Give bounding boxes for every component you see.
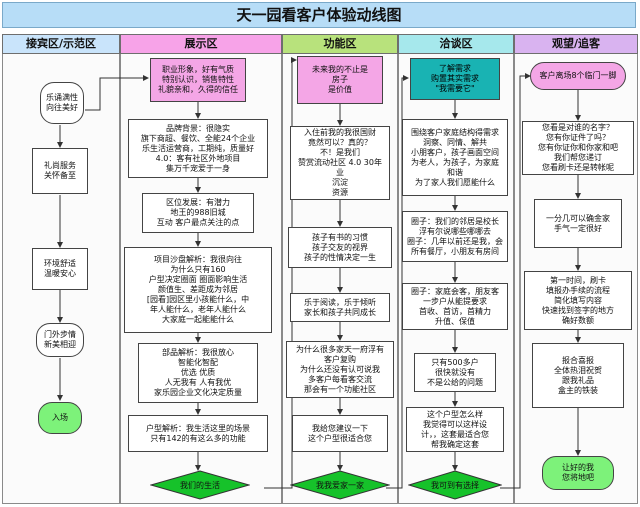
lane5-farewell: 让好的我 您将地吧 — [542, 456, 614, 490]
lane2-parts: 部品解析：我很放心 智能化智配 优选 优质 人无我有 人有我优 家乐园企业文化决… — [138, 343, 258, 403]
lane3-suggest: 我给您建议一下 这个户型很适合您 — [292, 415, 388, 452]
lane-header-followup: 观望/追客 — [514, 34, 638, 54]
lane2-sandtable: 项目沙盘解析：我很向往 为什么只有160 户型决定圈面 圈面影响生活 颜值生、差… — [124, 247, 272, 333]
lane4-scarcity: 只有500多户 很快就没有 不是公给的问题 — [414, 353, 496, 392]
lane1-welcome: 乐诵满性 向往美好 — [40, 82, 84, 124]
lane2-brand: 品牌背景：很隐实 旗下商超、餐饮、全能24个企业 乐生活运营商，工期纯，质量好 … — [128, 119, 268, 178]
lane4-decision-label: 我可到有选择 — [431, 480, 479, 490]
lane3-decision-label: 我我爱家一家 — [316, 480, 364, 490]
lane4-needs: 了解需求 购置其实需求 "我需要它" — [410, 58, 500, 100]
lane4-confirm: 这个户型怎么样 我觉得可以这样设 计，，这套最适合您 帮我确定这套 — [406, 407, 504, 452]
lane5-close: 客户离场8个临门一脚 — [530, 62, 626, 90]
lane3-repurchase: 为什么很多家天一府浮有 客户复购 为什么还没有认可说我 多客户每看客交流 那会有… — [286, 341, 394, 398]
lane1-greeting: 门外步情 新美相迎 — [36, 323, 84, 357]
lane-header-negotiation: 洽谈区 — [398, 34, 514, 54]
lane4-family: 围绕客户家庭结构得需求 洞察、同情、解共 小朋客户，孩子画面空间 为老人，为孩子… — [402, 119, 508, 196]
lane-header-reception: 接宾区/示范区 — [2, 34, 120, 54]
lane4-neighbors: 圈子：我们的邻居是校长 浮有尔说哪些哪哪去 圈子：几年以前还是我，会 所有餐厅，… — [402, 211, 508, 262]
lane2-image: 职业形象，好有气质 特别认识，销售特性 礼貌亲和，久得的信任 — [150, 58, 246, 102]
lane2-decision-label: 我们的生活 — [180, 480, 220, 490]
lane1-environment: 环境舒适 温暖安心 — [32, 248, 88, 290]
lane-header-function: 功能区 — [282, 34, 398, 54]
lane5-celebrate: 报合喜报 全体热泪祝贺 跟我礼品 盒主的铁装 — [532, 343, 624, 408]
lane4-circle: 圈子：家庭会客，朋友客 一步户从能提要求 首收、首访，首精力 升值、保值 — [402, 283, 508, 330]
lane5-luck: 一分几可以确金家 手气一定很好 — [534, 199, 622, 248]
lane3-reading: 乐于阅读，乐于倾听 家长和孩子共同成长 — [290, 293, 390, 322]
lane5-payment: 第一时间，刷卡 填报办手续的流程 简化填写内容 快速找到签字的地方 确好数额 — [524, 271, 632, 330]
lane4-decision: 我可到有选择 — [407, 470, 503, 500]
lane-header-display: 展示区 — [120, 34, 282, 54]
lane3-community: 入住前我的我很国财 竟然可以？真的？ 不！是我们 赞赏流动社区 4.0 30年 … — [290, 126, 390, 200]
lane3-value: 未来我的不止是 房子 是价值 — [297, 56, 383, 104]
lane2-unit: 户型解析：我生活这里的场景 只有142的有这么多的功能 — [128, 415, 268, 452]
lane2-decision: 我们的生活 — [149, 470, 251, 500]
lane3-children: 孩子有书的习惯 孩子交友的视界 孩子的性情决定一生 — [288, 227, 392, 268]
lane3-decision: 我我爱家一家 — [289, 470, 391, 500]
page-title: 天一园看客户体验动线图 — [2, 2, 636, 28]
lane1-service: 礼尚服务 关怀备至 — [32, 148, 88, 194]
lane2-location: 区位发展：有潜力 地王的988旧城 互动 客户最点关注的点 — [142, 193, 254, 233]
lane5-questions: 您看是对谁的名字？ 您有你证件了吗？ 您有你证你和你家和吧 我们帮您递订 您看刷… — [522, 121, 634, 175]
lane1-enter: 入场 — [38, 402, 82, 434]
